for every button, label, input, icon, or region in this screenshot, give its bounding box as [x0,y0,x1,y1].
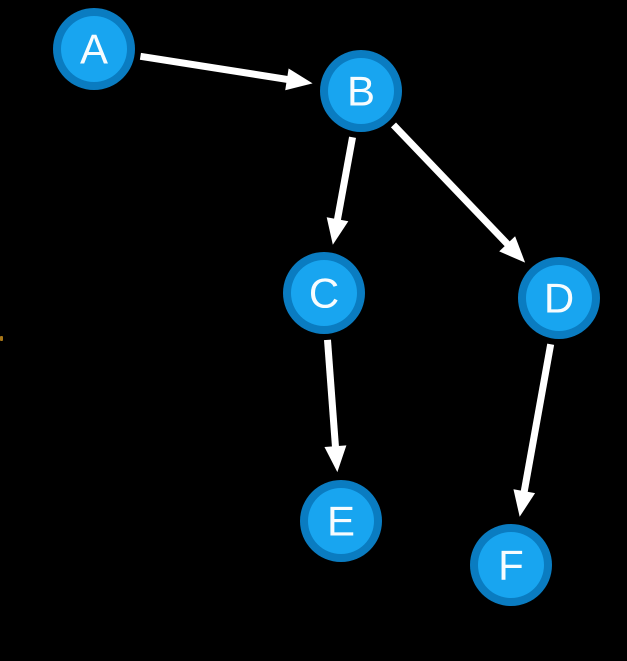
node-E-body [308,488,374,554]
node-E[interactable]: E [300,480,382,562]
edge-C-E [324,339,347,473]
arrowhead-A-B [285,68,313,91]
node-A[interactable]: A [53,8,135,90]
node-B-body [328,58,394,124]
node-D-body [526,265,592,331]
arrowhead-C-E [324,445,347,473]
edge-B-C [326,136,356,245]
edge-D-F [513,343,555,517]
node-C-body [291,260,357,326]
node-layer: A B C D E F [53,8,600,606]
node-F-body [478,532,544,598]
node-F[interactable]: F [470,524,552,606]
arrowhead-B-D [499,236,526,263]
edge-line-D-F [519,343,555,498]
arrowhead-D-F [513,489,536,517]
edge-line-B-D [390,122,514,251]
node-C[interactable]: C [283,252,365,334]
node-A-body [61,16,127,82]
edge-line-B-C [332,136,356,226]
node-D[interactable]: D [518,257,600,339]
stray-pixel-artifact [0,336,3,341]
edge-line-C-E [324,339,340,453]
edge-B-D [390,122,526,263]
edge-layer [139,52,555,517]
arrowhead-B-C [326,217,349,245]
edge-line-A-B [139,52,294,84]
node-B[interactable]: B [320,50,402,132]
edge-A-B [139,52,313,91]
